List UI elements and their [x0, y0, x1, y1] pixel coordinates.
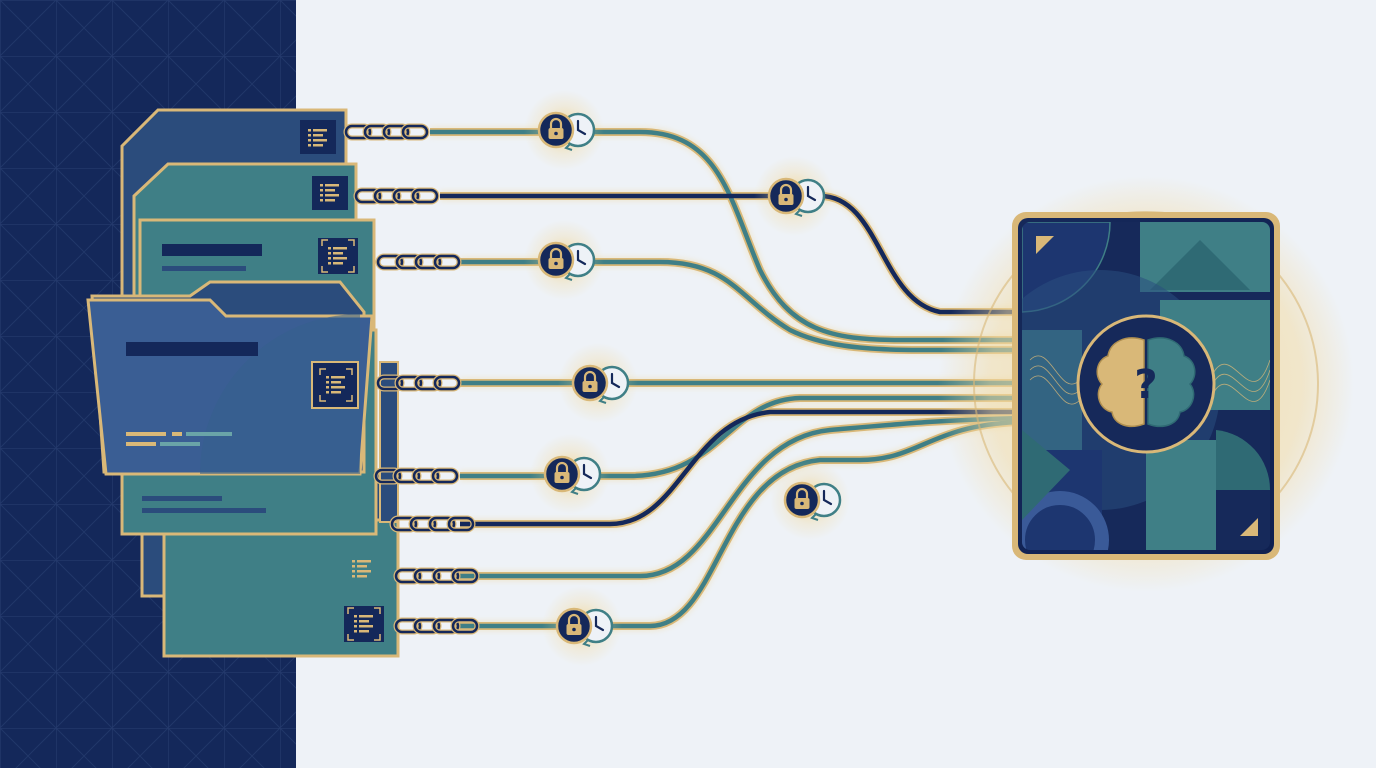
- lock-badge-1: [524, 90, 604, 170]
- chain-link-icon: [375, 374, 462, 392]
- document-icons: [308, 129, 381, 641]
- chain-link-icon: [375, 253, 462, 271]
- document-list-icon: [308, 129, 327, 147]
- chain-link-icon: [373, 467, 460, 485]
- padlock-icon: [767, 177, 805, 215]
- lock-badge-5: [530, 434, 610, 514]
- padlock-icon: [537, 241, 575, 279]
- chain-link-icon: [393, 617, 480, 635]
- lock-badge-7: [770, 460, 850, 540]
- lock-badges: [524, 90, 850, 666]
- padlock-icon: [555, 607, 593, 645]
- brain-question-icon: ?: [1076, 314, 1216, 454]
- document-list-icon: [320, 184, 339, 202]
- connection-lines: [430, 127, 1021, 631]
- chain-link-icon: [353, 187, 440, 205]
- chain-link-icon: [393, 567, 480, 585]
- chain-link-icon: [389, 515, 476, 533]
- brain-question-mark: ?: [1134, 362, 1157, 408]
- lock-badge-3: [524, 220, 604, 300]
- document-card-7: [162, 518, 400, 658]
- padlock-icon: [543, 455, 581, 493]
- padlock-icon: [571, 364, 609, 402]
- padlock-icon: [537, 111, 575, 149]
- lock-badge-4: [558, 343, 638, 423]
- folder-icon: [86, 280, 374, 476]
- lock-badge-8: [542, 586, 622, 666]
- document-list-icon: [352, 560, 371, 578]
- chain-links: [343, 123, 480, 635]
- padlock-icon: [783, 481, 821, 519]
- ai-context-card: ?: [938, 176, 1354, 592]
- document-list-icon: [319, 368, 353, 402]
- lock-badge-2: [754, 156, 834, 236]
- chain-link-icon: [343, 123, 430, 141]
- document-list-icon: [347, 607, 381, 641]
- document-list-icon: [321, 239, 355, 273]
